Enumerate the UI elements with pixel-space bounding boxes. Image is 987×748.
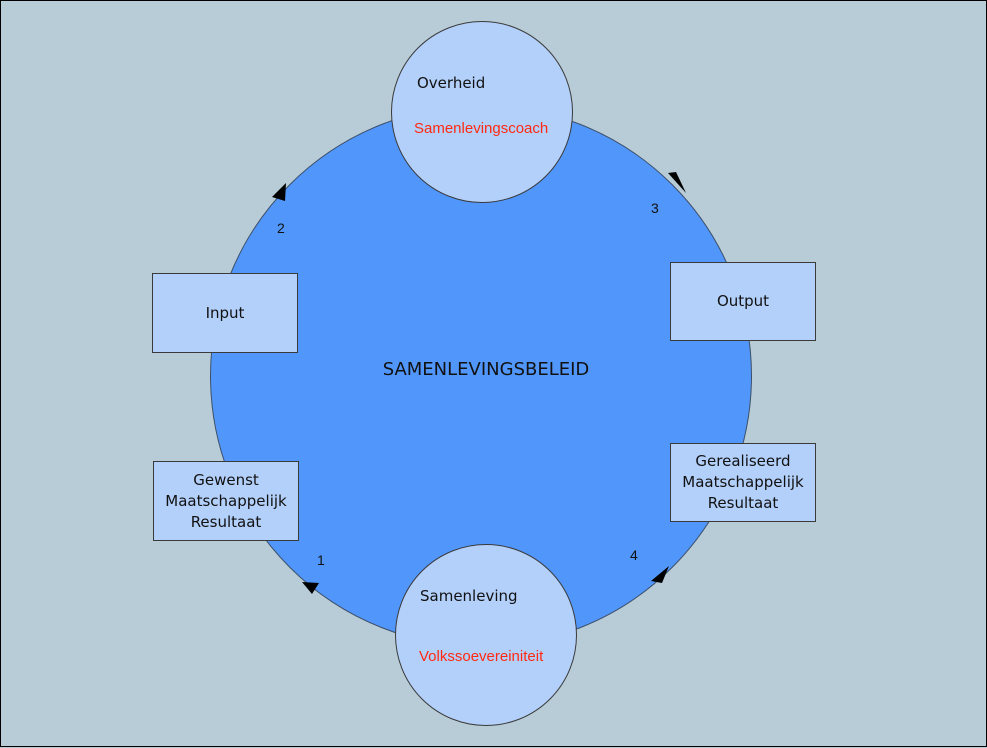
realized-line-3: Resultaat: [707, 494, 779, 512]
step-number-1: 1: [317, 552, 325, 568]
center-label: SAMENLEVINGSBELEID: [382, 359, 590, 380]
desired-result-box: Gewenst Maatschappelijk Resultaat: [153, 461, 299, 541]
arrow-head-1: [302, 582, 319, 594]
samenleving-subtitle: Volkssoevereiniteit: [419, 648, 544, 665]
overheid-node: Overheid Samenlevingscoach: [391, 21, 573, 203]
step-number-2: 2: [277, 220, 285, 236]
desired-line-1: Gewenst: [193, 470, 259, 489]
output-label: Output: [716, 292, 770, 310]
realized-line-2: Maatschappelijk: [682, 473, 804, 491]
overheid-title: Overheid: [417, 74, 486, 92]
realized-line-1: Gerealiseerd: [695, 452, 791, 470]
arrow-head-3: [668, 172, 686, 193]
input-label: Input: [205, 303, 245, 322]
realized-result-box: Gerealiseerd Maatschappelijk Resultaat: [670, 443, 816, 522]
samenleving-node: Samenleving Volkssoevereiniteit: [395, 544, 577, 726]
desired-line-2: Maatschappelijk: [165, 491, 287, 510]
input-box: Input: [152, 273, 298, 353]
arrow-head-4: [651, 566, 669, 583]
arrow-head-2: [272, 183, 286, 201]
output-box: Output: [670, 262, 816, 341]
step-number-4: 4: [630, 547, 638, 563]
overheid-subtitle: Samenlevingscoach: [414, 120, 549, 137]
desired-line-3: Resultaat: [190, 512, 262, 531]
step-number-3: 3: [651, 200, 659, 216]
samenleving-title: Samenleving: [420, 587, 518, 605]
